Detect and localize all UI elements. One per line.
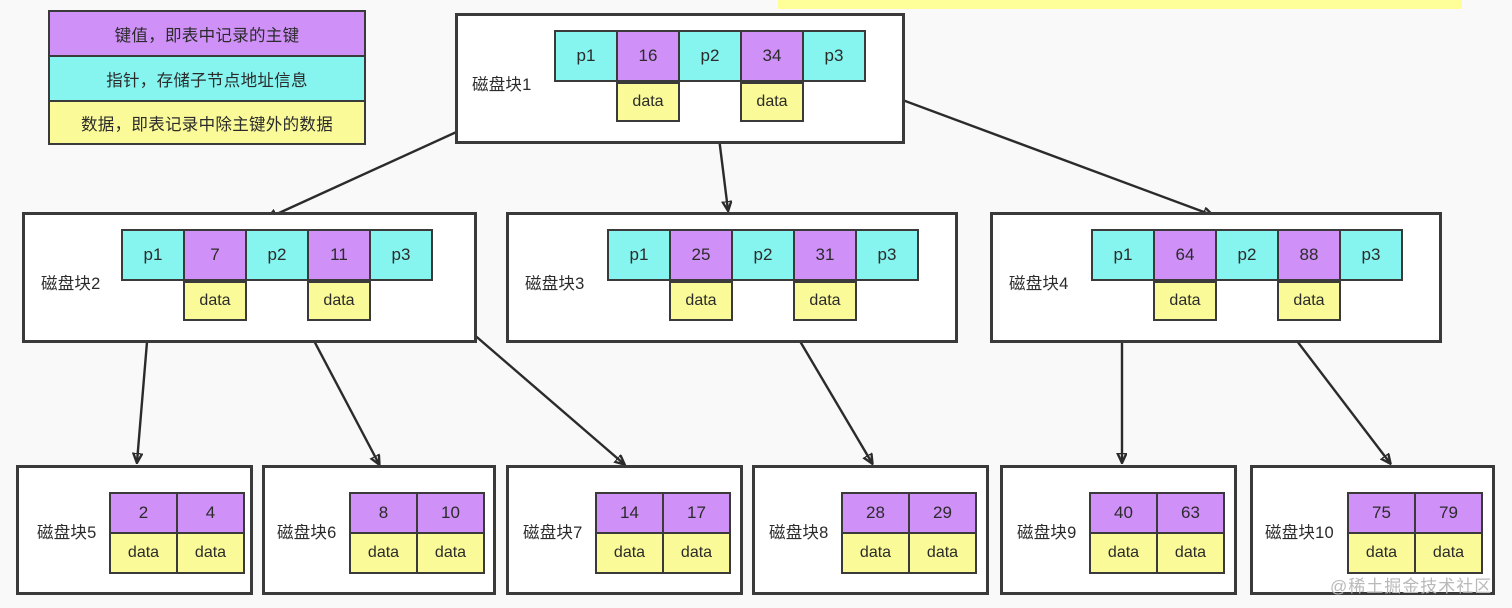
- cell-key[interactable]: 63: [1156, 492, 1225, 534]
- cell-pointer[interactable]: p2: [245, 229, 309, 281]
- cell-data[interactable]: data: [595, 532, 664, 574]
- node-block8-data: data data: [841, 532, 977, 574]
- node-block8[interactable]: 磁盘块8 28 29 data data: [752, 465, 989, 595]
- legend-row-data: 数据，即表记录中除主键外的数据: [48, 100, 366, 145]
- node-block2-cells: p1 7 p2 11 p3: [121, 229, 433, 281]
- node-block3[interactable]: 磁盘块3 p1 25 p2 31 p3 data data: [506, 212, 958, 343]
- node-block7-data: data data: [595, 532, 731, 574]
- node-block9[interactable]: 磁盘块9 40 63 data data: [1000, 465, 1237, 595]
- legend-row-key: 键值，即表中记录的主键: [48, 10, 366, 55]
- cell-data[interactable]: data: [793, 281, 857, 321]
- node-block2[interactable]: 磁盘块2 p1 7 p2 11 p3 data data: [22, 212, 477, 343]
- node-block1-label: 磁盘块1: [472, 76, 532, 94]
- node-block3-cells: p1 25 p2 31 p3: [607, 229, 919, 281]
- cell-data[interactable]: data: [176, 532, 245, 574]
- node-block10-data: data data: [1347, 532, 1483, 574]
- cell-pointer[interactable]: p1: [554, 30, 618, 82]
- cell-pointer[interactable]: p3: [1339, 229, 1403, 281]
- node-block5-label: 磁盘块5: [37, 524, 97, 542]
- cell-pointer[interactable]: p1: [1091, 229, 1155, 281]
- cell-key[interactable]: 14: [595, 492, 664, 534]
- node-block4-label: 磁盘块4: [1009, 275, 1069, 293]
- node-block6-keys: 8 10: [349, 492, 485, 534]
- node-block10[interactable]: 磁盘块10 75 79 data data: [1250, 465, 1495, 595]
- cell-key[interactable]: 88: [1277, 229, 1341, 281]
- cell-data[interactable]: data: [1089, 532, 1158, 574]
- cell-key[interactable]: 2: [109, 492, 178, 534]
- node-block5-data: data data: [109, 532, 245, 574]
- cell-pointer[interactable]: p2: [731, 229, 795, 281]
- legend: 键值，即表中记录的主键 指针，存储子节点地址信息 数据，即表记录中除主键外的数据: [48, 10, 366, 145]
- cell-data[interactable]: data: [183, 281, 247, 321]
- cell-data[interactable]: data: [1153, 281, 1217, 321]
- cell-pointer[interactable]: p3: [855, 229, 919, 281]
- cell-pointer[interactable]: p1: [121, 229, 185, 281]
- cell-data[interactable]: data: [416, 532, 485, 574]
- cell-data[interactable]: data: [1277, 281, 1341, 321]
- cell-data[interactable]: data: [1347, 532, 1416, 574]
- node-block4[interactable]: 磁盘块4 p1 64 p2 88 p3 data data: [990, 212, 1442, 343]
- cell-key[interactable]: 40: [1089, 492, 1158, 534]
- cell-pointer[interactable]: p3: [802, 30, 866, 82]
- cell-data[interactable]: data: [349, 532, 418, 574]
- cell-key[interactable]: 16: [616, 30, 680, 82]
- cell-key[interactable]: 64: [1153, 229, 1217, 281]
- node-block9-data: data data: [1089, 532, 1225, 574]
- node-block6-data: data data: [349, 532, 485, 574]
- node-block6[interactable]: 磁盘块6 8 10 data data: [262, 465, 496, 595]
- cell-key[interactable]: 7: [183, 229, 247, 281]
- cell-key[interactable]: 28: [841, 492, 910, 534]
- cell-key[interactable]: 31: [793, 229, 857, 281]
- cell-key[interactable]: 17: [662, 492, 731, 534]
- node-block10-keys: 75 79: [1347, 492, 1483, 534]
- cell-key[interactable]: 34: [740, 30, 804, 82]
- cell-data[interactable]: data: [841, 532, 910, 574]
- cell-data[interactable]: data: [669, 281, 733, 321]
- cell-data[interactable]: data: [908, 532, 977, 574]
- cell-key[interactable]: 11: [307, 229, 371, 281]
- cell-data[interactable]: data: [740, 82, 804, 122]
- node-block6-label: 磁盘块6: [277, 524, 337, 542]
- cell-key[interactable]: 10: [416, 492, 485, 534]
- cell-key[interactable]: 75: [1347, 492, 1416, 534]
- node-block1[interactable]: 磁盘块1 p1 16 p2 34 p3 data data: [455, 13, 905, 144]
- node-block8-keys: 28 29: [841, 492, 977, 534]
- node-block10-label: 磁盘块10: [1265, 524, 1334, 542]
- cell-data[interactable]: data: [1156, 532, 1225, 574]
- cell-data[interactable]: data: [109, 532, 178, 574]
- cell-key[interactable]: 8: [349, 492, 418, 534]
- cell-data[interactable]: data: [616, 82, 680, 122]
- node-block5-keys: 2 4: [109, 492, 245, 534]
- node-block4-cells: p1 64 p2 88 p3: [1091, 229, 1403, 281]
- cell-key[interactable]: 25: [669, 229, 733, 281]
- node-block8-label: 磁盘块8: [769, 524, 829, 542]
- node-block7-keys: 14 17: [595, 492, 731, 534]
- cell-key[interactable]: 4: [176, 492, 245, 534]
- cell-pointer[interactable]: p1: [607, 229, 671, 281]
- node-block9-keys: 40 63: [1089, 492, 1225, 534]
- cell-data[interactable]: data: [307, 281, 371, 321]
- cell-key[interactable]: 29: [908, 492, 977, 534]
- node-block7-label: 磁盘块7: [523, 524, 583, 542]
- cell-data[interactable]: data: [1414, 532, 1483, 574]
- cell-pointer[interactable]: p2: [1215, 229, 1279, 281]
- cell-pointer[interactable]: p3: [369, 229, 433, 281]
- cell-pointer[interactable]: p2: [678, 30, 742, 82]
- node-block7[interactable]: 磁盘块7 14 17 data data: [506, 465, 743, 595]
- legend-row-pointer: 指针，存储子节点地址信息: [48, 55, 366, 100]
- top-highlight-strip: [778, 0, 1462, 9]
- node-block5[interactable]: 磁盘块5 2 4 data data: [16, 465, 253, 595]
- node-block1-cells: p1 16 p2 34 p3: [554, 30, 866, 82]
- cell-key[interactable]: 79: [1414, 492, 1483, 534]
- watermark: @稀土掘金技术社区: [1330, 577, 1493, 596]
- node-block2-label: 磁盘块2: [41, 275, 101, 293]
- cell-data[interactable]: data: [662, 532, 731, 574]
- node-block9-label: 磁盘块9: [1017, 524, 1077, 542]
- node-block3-label: 磁盘块3: [525, 275, 585, 293]
